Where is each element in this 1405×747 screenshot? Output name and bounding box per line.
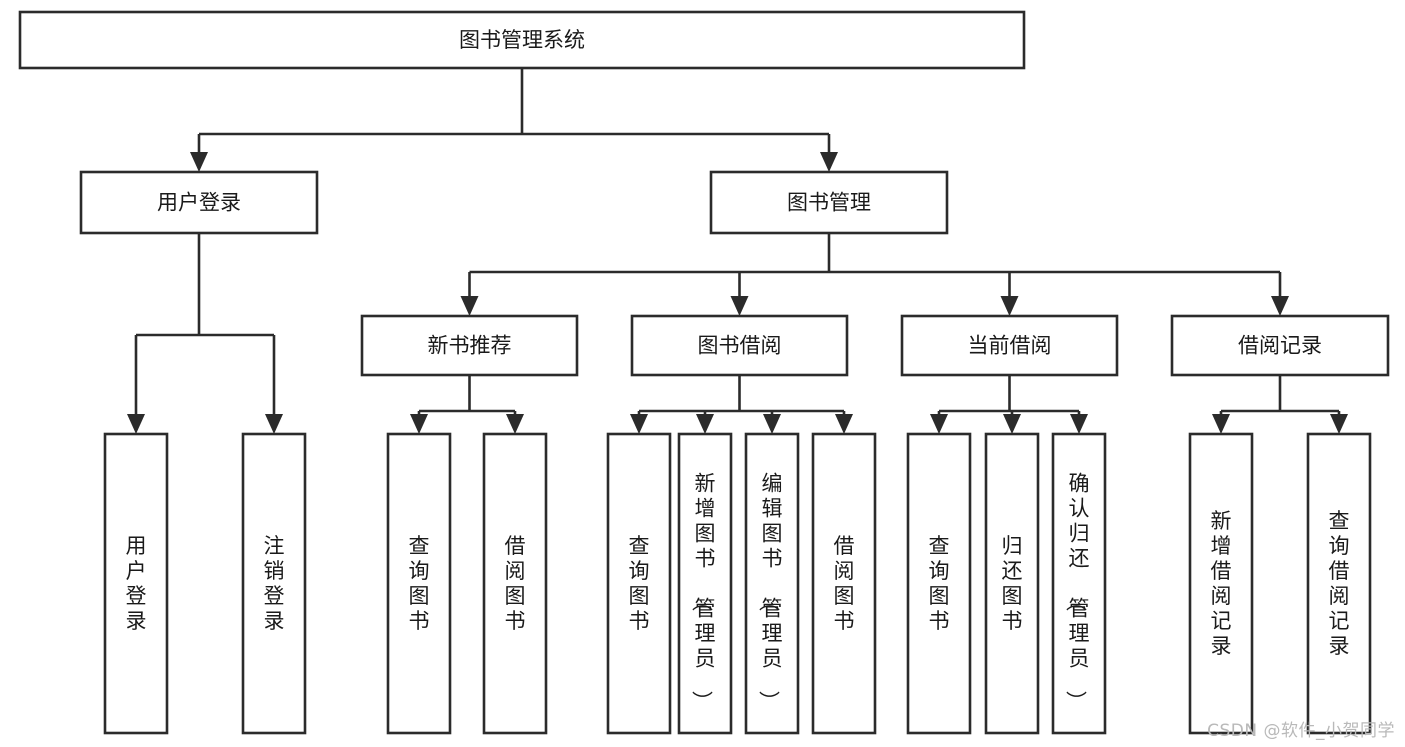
node-group-2-label: 当前借阅 (968, 334, 1052, 358)
node-layer: 图书管理系统用户登录用户登录注销登录图书管理新书推荐查询图书借阅图书图书借阅查询… (18, 10, 1390, 735)
node-group-0[interactable]: 新书推荐 (360, 314, 579, 377)
leaf-group-1-2-rect[interactable] (744, 432, 800, 735)
leaf-group-0-0-label: 查询图书 (409, 534, 430, 633)
node-group-2-rect[interactable] (900, 314, 1119, 377)
leaf-group-1-1[interactable]: 新增图书（管理员） (677, 432, 733, 735)
leaf-group-2-0-label: 查询图书 (929, 534, 950, 633)
node-root[interactable]: 图书管理系统 (18, 10, 1026, 70)
group-1-arrow-2 (763, 414, 781, 434)
node-user-login-label: 用户登录 (157, 191, 241, 215)
group-1-arrow-3 (835, 414, 853, 434)
leaf-user-login-0-label: 用户登录 (126, 534, 147, 633)
connector-layer (127, 68, 1348, 434)
leaf-group-0-0[interactable]: 查询图书 (386, 432, 452, 735)
leaf-group-2-0[interactable]: 查询图书 (906, 432, 972, 735)
leaf-group-1-2-label: 编辑图书（管理员） (757, 472, 783, 712)
node-group-0-rect[interactable] (360, 314, 579, 377)
leaf-group-2-0-rect[interactable] (906, 432, 972, 735)
node-root-rect[interactable] (18, 10, 1026, 70)
node-group-3-label: 借阅记录 (1238, 334, 1322, 358)
node-group-2[interactable]: 当前借阅 (900, 314, 1119, 377)
leaf-group-1-0-label: 查询图书 (629, 534, 650, 633)
group-0-arrow-0 (410, 414, 428, 434)
root-arrow-0 (190, 152, 208, 172)
leaf-group-3-1[interactable]: 查询借阅记录 (1306, 432, 1372, 735)
group-3-arrow-1 (1330, 414, 1348, 434)
group-1-arrow-1 (696, 414, 714, 434)
node-group-1-rect[interactable] (630, 314, 849, 377)
root-arrow-1 (820, 152, 838, 172)
leaf-group-2-2-rect[interactable] (1051, 432, 1107, 735)
csdn-watermark: CSDN @软件_小贺同学 (1207, 721, 1395, 741)
group-0-arrow-1 (506, 414, 524, 434)
leaf-group-1-3-rect[interactable] (811, 432, 877, 735)
leaf-group-2-2[interactable]: 确认归还（管理员） (1051, 432, 1107, 735)
leaf-group-1-1-label: 新增图书（管理员） (690, 472, 716, 712)
leaf-group-3-0-label: 新增借阅记录 (1211, 509, 1232, 658)
leaf-group-1-3-label: 借阅图书 (834, 534, 855, 633)
node-group-3[interactable]: 借阅记录 (1170, 314, 1390, 377)
node-root-label: 图书管理系统 (459, 28, 585, 52)
leaf-user-login-1-rect[interactable] (241, 432, 307, 735)
leaf-group-3-1-label: 查询借阅记录 (1329, 509, 1350, 658)
leaf-group-2-1-label: 归还图书 (1002, 534, 1023, 633)
leaf-group-0-1-label: 借阅图书 (505, 534, 526, 633)
leaf-group-1-3[interactable]: 借阅图书 (811, 432, 877, 735)
book-manage-arrow-1 (730, 296, 749, 316)
leaf-group-3-0-rect[interactable] (1188, 432, 1254, 735)
leaf-group-0-1-rect[interactable] (482, 432, 548, 735)
leaf-user-login-0-rect[interactable] (103, 432, 169, 735)
leaf-group-2-1-rect[interactable] (984, 432, 1040, 735)
leaf-group-1-0-rect[interactable] (606, 432, 672, 735)
leaf-group-0-0-rect[interactable] (386, 432, 452, 735)
group-3-arrow-0 (1212, 414, 1230, 434)
node-group-0-label: 新书推荐 (428, 334, 512, 358)
user-login-arrow-1 (265, 414, 283, 434)
node-user-login-rect[interactable] (79, 170, 319, 235)
node-book-manage-label: 图书管理 (787, 191, 871, 215)
user-login-arrow-0 (127, 414, 145, 434)
node-group-3-rect[interactable] (1170, 314, 1390, 377)
node-book-manage-rect[interactable] (709, 170, 949, 235)
node-group-1-label: 图书借阅 (698, 334, 782, 358)
leaf-group-2-1[interactable]: 归还图书 (984, 432, 1040, 735)
leaf-group-0-1[interactable]: 借阅图书 (482, 432, 548, 735)
leaf-group-3-1-rect[interactable] (1306, 432, 1372, 735)
leaf-group-1-0[interactable]: 查询图书 (606, 432, 672, 735)
group-2-arrow-1 (1003, 414, 1021, 434)
book-manage-arrow-3 (1271, 296, 1289, 316)
node-group-1[interactable]: 图书借阅 (630, 314, 849, 377)
leaf-group-1-1-rect[interactable] (677, 432, 733, 735)
leaf-group-2-2-label: 确认归还（管理员） (1064, 472, 1090, 712)
leaf-user-login-0[interactable]: 用户登录 (103, 432, 169, 735)
book-manage-arrow-0 (460, 296, 479, 316)
group-1-arrow-0 (630, 414, 648, 434)
group-2-arrow-2 (1070, 414, 1088, 434)
leaf-group-3-0[interactable]: 新增借阅记录 (1188, 432, 1254, 735)
leaf-group-1-2[interactable]: 编辑图书（管理员） (744, 432, 800, 735)
node-book-manage[interactable]: 图书管理 (709, 170, 949, 235)
book-manage-arrow-2 (1000, 296, 1019, 316)
node-user-login[interactable]: 用户登录 (79, 170, 319, 235)
leaf-user-login-1-label: 注销登录 (264, 534, 285, 633)
group-2-arrow-0 (930, 414, 948, 434)
leaf-user-login-1[interactable]: 注销登录 (241, 432, 307, 735)
